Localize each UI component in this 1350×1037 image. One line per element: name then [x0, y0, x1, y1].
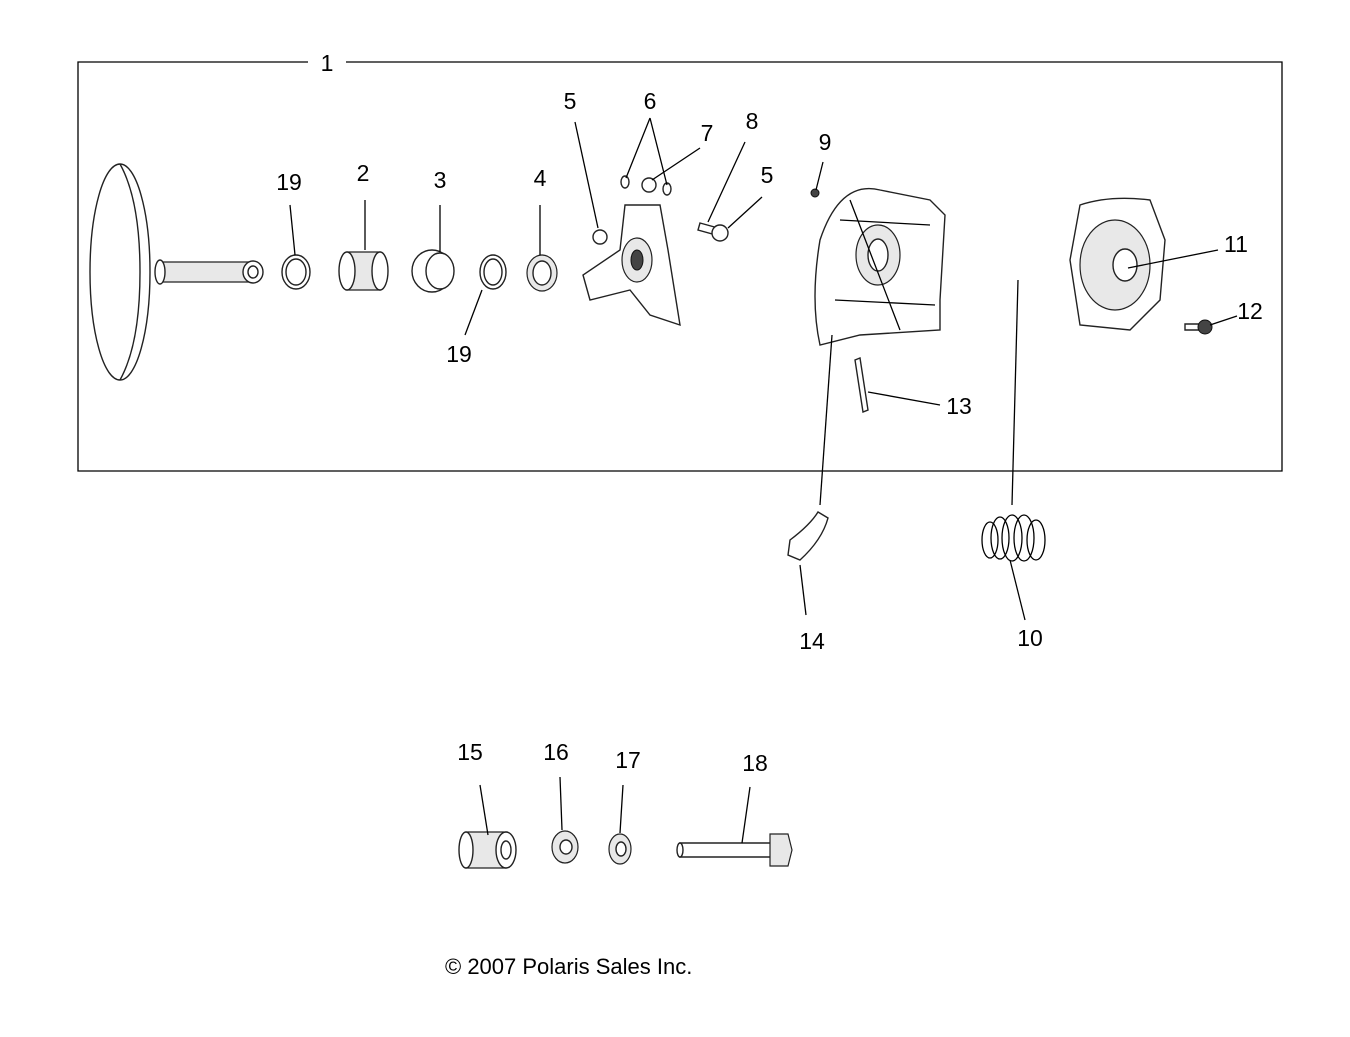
callout-17: 17 — [615, 747, 641, 773]
callout-14: 14 — [799, 628, 825, 654]
part-spacer-15 — [458, 831, 517, 869]
callout-7: 7 — [701, 120, 714, 146]
leader-lines — [289, 117, 1238, 844]
part-washer-4-inner — [532, 260, 552, 286]
callout-12: 12 — [1237, 298, 1263, 324]
part-bushing-2 — [338, 251, 389, 291]
part-nut-9 — [810, 188, 820, 198]
assembly-box — [77, 61, 1283, 472]
part-washer-6a — [620, 175, 630, 189]
callout-5b: 5 — [761, 162, 774, 188]
callout-4: 4 — [534, 165, 547, 191]
part-bushing-3 — [411, 249, 455, 293]
part-spring-10 — [981, 514, 1046, 562]
callout-19b: 19 — [446, 341, 472, 367]
callout-2: 2 — [357, 160, 370, 186]
callout-5a: 5 — [564, 88, 577, 114]
part-weight-14 — [787, 511, 829, 561]
callout-6: 6 — [644, 88, 657, 114]
callout-9: 9 — [819, 129, 832, 155]
callout-3: 3 — [434, 167, 447, 193]
callout-10: 10 — [1017, 625, 1043, 651]
part-spider — [582, 204, 681, 327]
part-washer-16-hole — [559, 839, 573, 855]
part-washer-17-hole — [615, 841, 627, 857]
part-roller-5a — [592, 229, 608, 245]
part-pin-13 — [854, 357, 869, 413]
callout-13: 13 — [946, 393, 972, 419]
callout-18: 18 — [742, 750, 768, 776]
part-roller-7 — [641, 177, 657, 193]
part-bolt-18 — [676, 833, 793, 867]
callout-1: 1 — [321, 50, 334, 76]
callout-8: 8 — [746, 108, 759, 134]
part-ring-19b-inner — [483, 258, 503, 286]
copyright-text: © 2007 Polaris Sales Inc. — [445, 954, 693, 979]
part-ring-19a-inner — [285, 258, 307, 286]
part-moveable-sheave — [814, 188, 946, 346]
callout-15: 15 — [457, 739, 483, 765]
part-cover — [1069, 197, 1166, 331]
callout-19a: 19 — [276, 169, 302, 195]
part-roller-5b — [711, 224, 729, 242]
callout-11: 11 — [1224, 231, 1248, 257]
callout-16: 16 — [543, 739, 569, 765]
part-sheave-shaft — [89, 163, 264, 381]
part-bolt-12-head — [1197, 319, 1213, 335]
